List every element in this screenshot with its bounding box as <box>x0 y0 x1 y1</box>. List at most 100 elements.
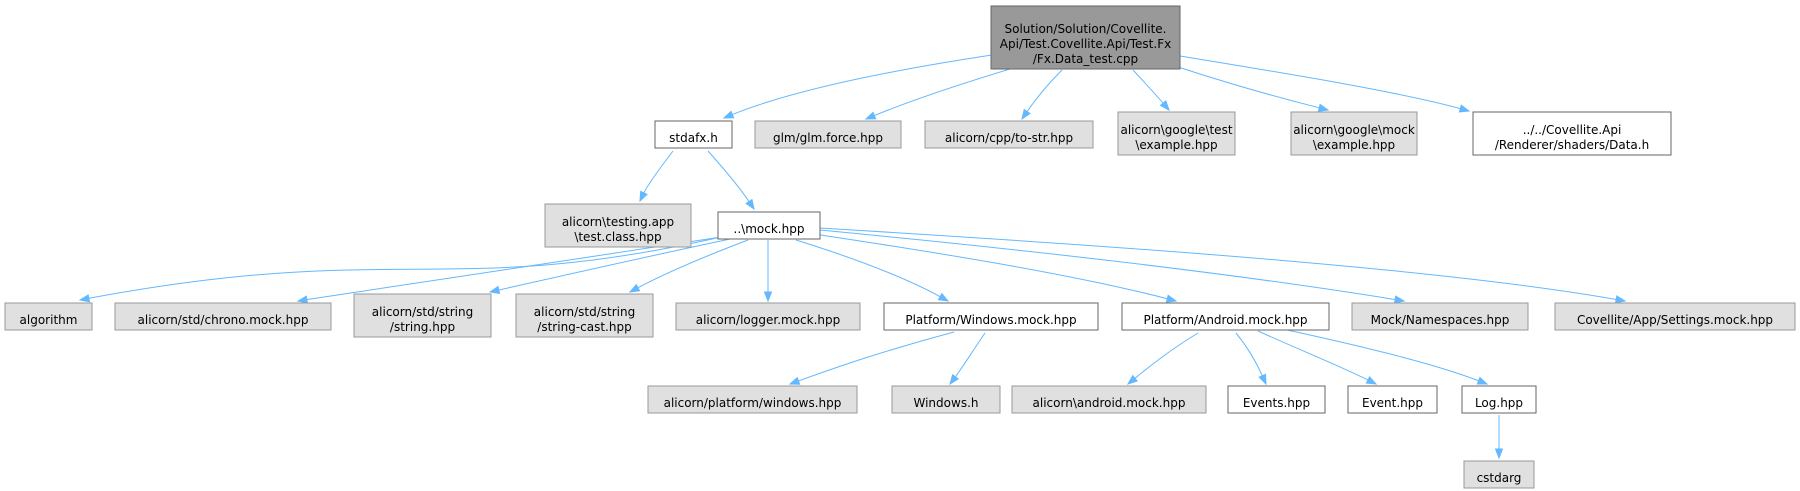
node-label-line: Solution/Solution/Covellite. <box>1005 22 1167 36</box>
node-label-line: /string-cast.hpp <box>537 320 631 334</box>
edge-root-to-google-mock <box>1174 65 1330 112</box>
node-label-line: Windows.h <box>914 396 979 410</box>
edge-android-mock-to-android-alicorn <box>1126 332 1199 385</box>
node-box <box>1347 385 1438 414</box>
node-label-line: Covellite/App/Settings.mock.hpp <box>1577 313 1773 327</box>
edge-root-to-to-str <box>1021 69 1063 121</box>
node-android-mock[interactable]: Platform/Android.mock.hpp <box>1121 302 1330 331</box>
edge-line <box>1026 69 1063 113</box>
edge-root-to-stdafx <box>722 54 993 119</box>
edge-mock-to-string-cast <box>628 239 749 293</box>
edge-arrowhead <box>1126 374 1139 385</box>
edge-line <box>1277 327 1480 382</box>
edge-line <box>1174 65 1321 109</box>
edge-line <box>795 239 942 298</box>
node-cstdarg: cstdarg <box>1463 460 1535 489</box>
edge-mock-to-string-hpp <box>488 237 736 295</box>
edge-android-mock-to-log <box>1277 327 1489 385</box>
node-label-line: algorithm <box>20 313 78 327</box>
edge-arrowhead <box>628 283 641 293</box>
node-string-hpp: alicorn/std/string/string.hpp <box>353 293 492 338</box>
edge-line <box>1132 69 1165 105</box>
node-box <box>1290 111 1418 156</box>
node-logger-mock: alicorn/logger.mock.hpp <box>675 302 861 331</box>
node-label-line: alicorn/cpp/to-str.hpp <box>945 131 1073 145</box>
node-log[interactable]: Log.hpp <box>1461 385 1537 414</box>
node-label-line: /string.hpp <box>390 320 455 334</box>
node-box <box>515 293 654 338</box>
node-box <box>675 302 861 331</box>
node-box <box>1227 385 1326 414</box>
node-label-line: Events.hpp <box>1243 396 1310 410</box>
node-box <box>924 120 1094 149</box>
edge-arrowhead <box>1365 375 1378 385</box>
edge-arrowhead <box>1458 104 1471 113</box>
node-label-line: alicorn\google\test <box>1120 123 1232 137</box>
edge-win-mock-to-windows-h <box>949 332 986 386</box>
node-label-line: alicorn/std/string <box>372 305 473 319</box>
node-event[interactable]: Event.hpp <box>1347 385 1438 414</box>
node-label-line: stdafx.h <box>669 131 718 145</box>
edge-arrowhead <box>864 111 877 120</box>
node-box <box>114 302 332 331</box>
node-box <box>1117 111 1236 156</box>
edge-arrowhead <box>1317 103 1330 112</box>
edge-root-to-glm-force <box>864 65 1021 120</box>
node-label-line: alicorn\android.mock.hpp <box>1033 396 1186 410</box>
nodes-layer: Solution/Solution/Covellite.Api/Test.Cov… <box>4 5 1796 489</box>
edge-arrowhead <box>763 291 773 303</box>
node-data-h[interactable]: ../../Covellite.Api/Renderer/shaders/Dat… <box>1472 111 1672 156</box>
node-label-line: \example.hpp <box>1313 138 1395 152</box>
node-google-mock: alicorn\google\mock\example.hpp <box>1290 111 1418 156</box>
node-label-line: Log.hpp <box>1475 396 1523 410</box>
node-box <box>1463 460 1535 489</box>
edge-arrowhead <box>1393 295 1406 304</box>
edge-line <box>1235 332 1264 377</box>
edge-mock-to-algorithm <box>78 234 731 303</box>
node-box <box>647 385 858 414</box>
node-label-line: alicorn/std/chrono.mock.hpp <box>138 313 309 327</box>
edge-line <box>497 237 736 291</box>
node-label-line: alicorn\google\mock <box>1293 123 1415 137</box>
node-label-line: Platform/Android.mock.hpp <box>1143 313 1307 327</box>
node-windows-h: Windows.h <box>891 385 1001 414</box>
edge-arrowhead <box>296 295 309 304</box>
edge-arrowhead <box>1614 295 1627 304</box>
edge-stdafx-to-testing-app <box>639 150 674 203</box>
node-label-line: Mock/Namespaces.hpp <box>1371 313 1510 327</box>
node-label-line: Api/Test.Covellite.Api/Test.Fx <box>1000 37 1171 51</box>
node-label-line: ../../Covellite.Api <box>1523 123 1622 137</box>
node-root[interactable]: Solution/Solution/Covellite.Api/Test.Cov… <box>990 5 1181 70</box>
edge-root-to-google-test <box>1132 69 1170 112</box>
node-win-mock[interactable]: Platform/Windows.mock.hpp <box>883 302 1099 331</box>
edge-arrowhead <box>1165 294 1178 303</box>
edge-mock-to-android-mock <box>813 233 1178 303</box>
node-platform-windows: alicorn/platform/windows.hpp <box>647 385 858 414</box>
edge-line <box>819 229 1397 301</box>
edge-line <box>813 233 1169 300</box>
edge-arrowhead <box>1494 448 1504 460</box>
node-stdafx[interactable]: stdafx.h <box>654 120 733 149</box>
node-mock[interactable]: ..\mock.hpp <box>717 211 821 240</box>
node-box <box>4 302 93 331</box>
edge-arrowhead <box>1476 376 1489 385</box>
edge-win-mock-to-platform-windows <box>788 331 955 385</box>
node-box <box>990 5 1181 70</box>
node-box <box>1121 302 1330 331</box>
node-label-line: glm/glm.force.hpp <box>773 131 883 145</box>
node-algorithm: algorithm <box>4 302 93 331</box>
edge-line <box>873 65 1021 117</box>
node-chrono-mock: alicorn/std/chrono.mock.hpp <box>114 302 332 331</box>
node-label-line: alicorn/std/string <box>534 305 635 319</box>
node-box <box>1472 111 1672 156</box>
node-box <box>1554 302 1796 331</box>
node-settings-mock: Covellite/App/Settings.mock.hpp <box>1554 302 1796 331</box>
edge-arrowhead <box>639 190 648 203</box>
edge-mock-to-logger-mock <box>763 239 773 303</box>
node-label-line: ..\mock.hpp <box>734 222 805 236</box>
node-events[interactable]: Events.hpp <box>1227 385 1326 414</box>
edge-mock-to-namespaces <box>819 229 1406 304</box>
edge-line <box>797 331 955 382</box>
node-label-line: alicorn\testing.app <box>562 215 674 229</box>
